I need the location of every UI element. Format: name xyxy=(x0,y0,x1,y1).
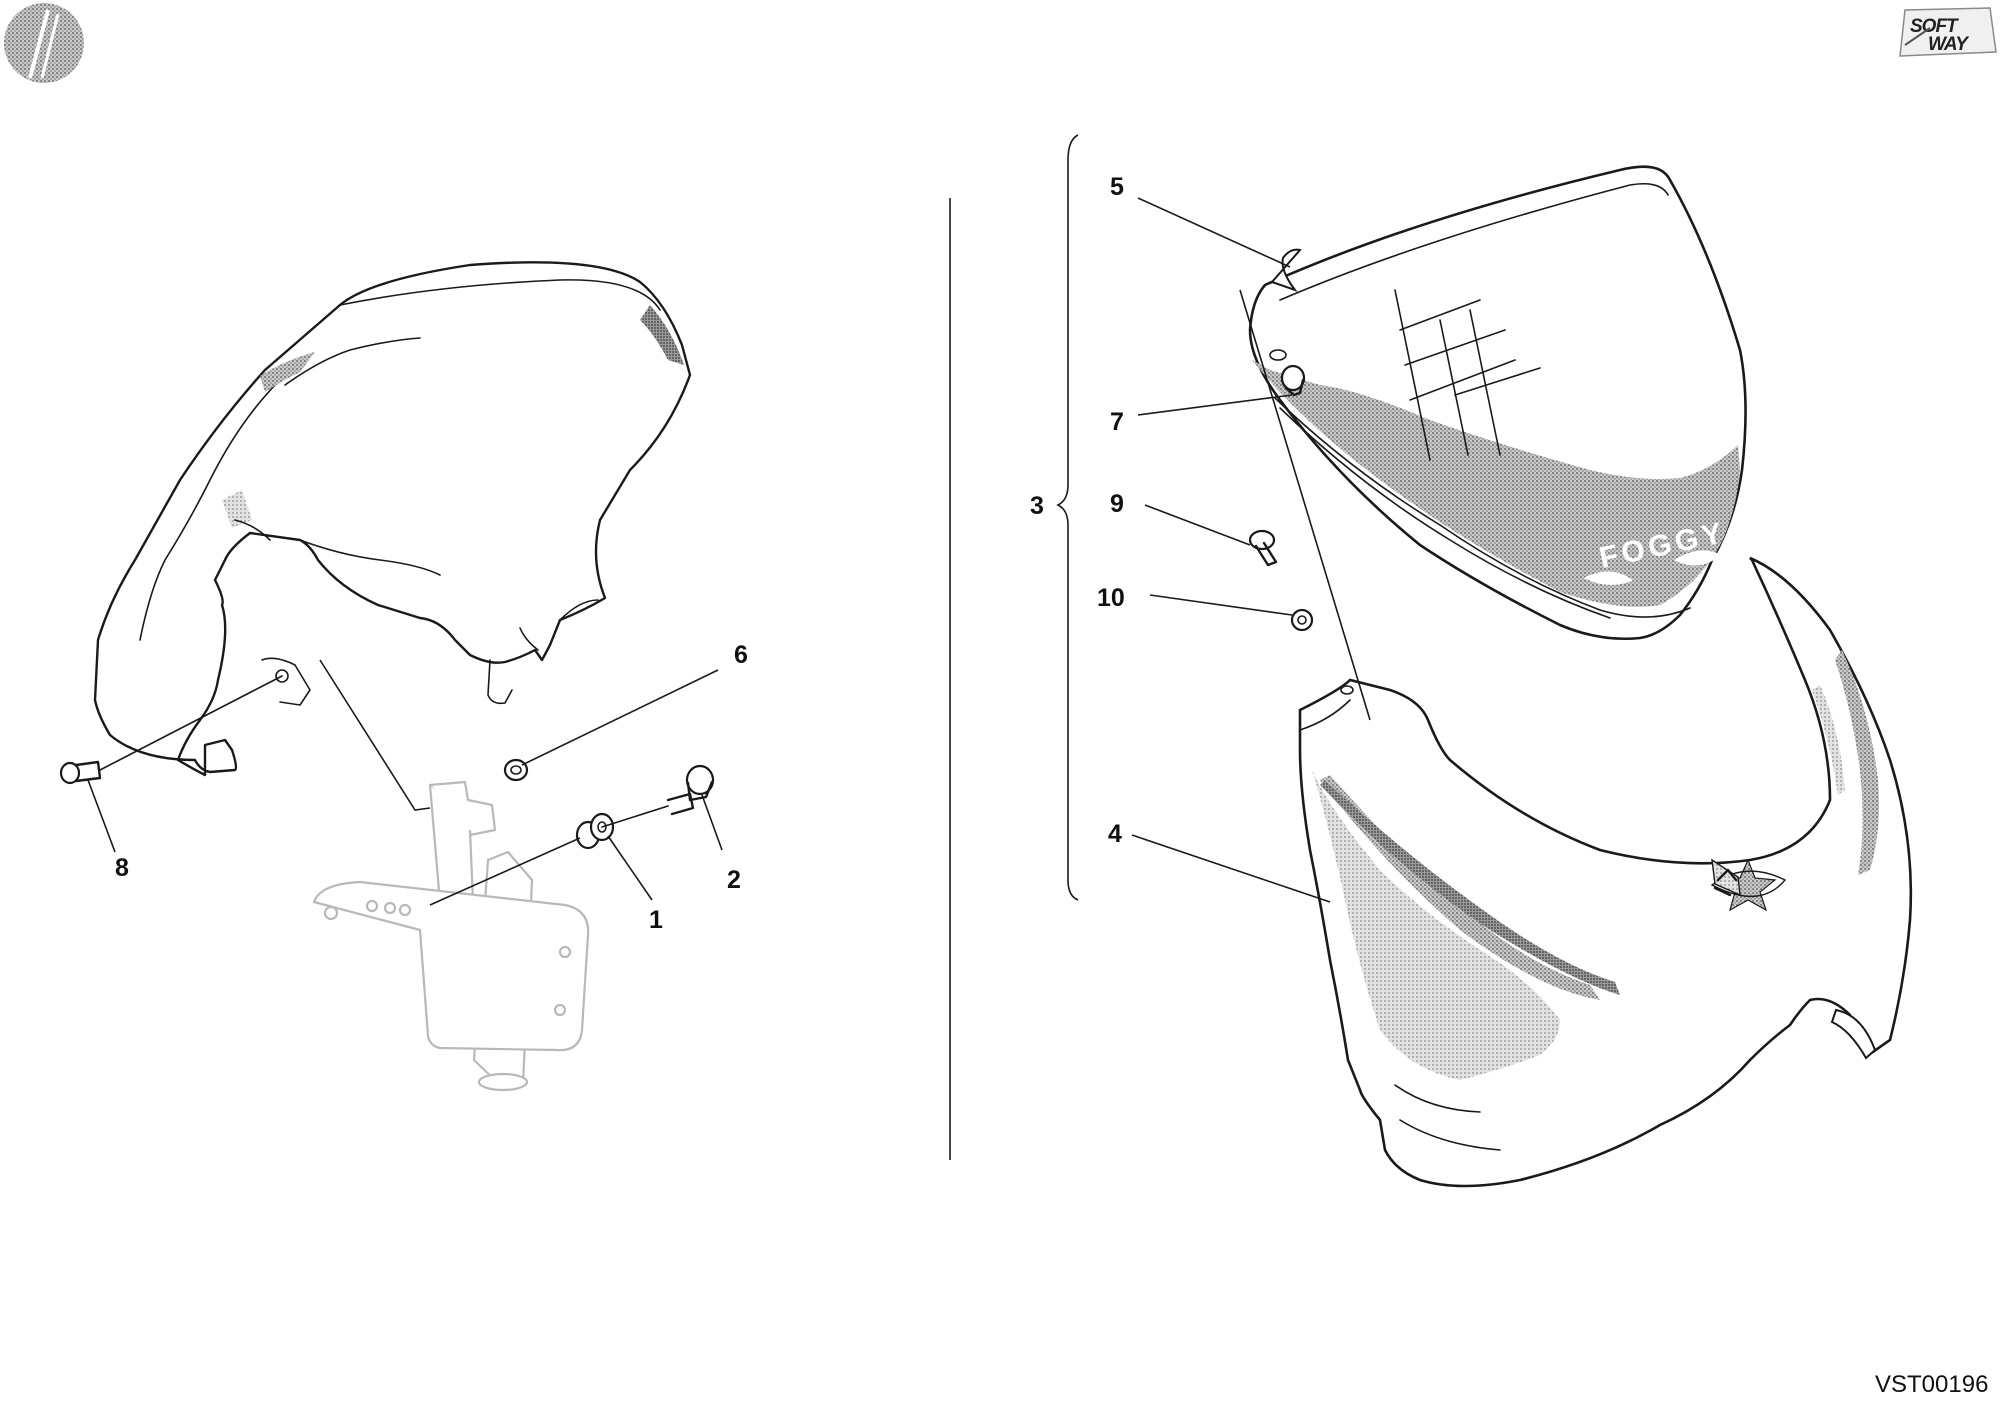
manufacturer-logo-disc xyxy=(4,3,84,83)
softway-logo-line1: SOFT xyxy=(1910,16,1959,37)
callout-4: 4 xyxy=(1108,820,1122,848)
assembly-path-left xyxy=(319,659,431,811)
headlight-mounting-bracket xyxy=(312,780,590,1092)
group-3-brace xyxy=(1056,134,1079,901)
callout-9: 9 xyxy=(1110,490,1124,518)
callout-3: 3 xyxy=(1030,492,1044,520)
part-4-headlight-fairing xyxy=(1298,556,1913,1188)
callout-2: 2 xyxy=(727,866,741,894)
part-6-nut xyxy=(503,758,529,782)
fairing-windscreen-assembly-side-view xyxy=(93,261,692,777)
drawing-code: VST00196 xyxy=(1875,1371,1988,1398)
callout-8: 8 xyxy=(115,854,129,882)
softway-logo-line2: WAY xyxy=(1928,34,1970,55)
callout-10: 10 xyxy=(1097,584,1125,612)
part-8-screw xyxy=(59,675,283,785)
callout-6: 6 xyxy=(734,641,748,669)
part-5-windscreen: FOGGY xyxy=(1248,165,1747,641)
part-2-screw xyxy=(601,764,715,828)
callout-7: 7 xyxy=(1110,408,1124,436)
callout-labels: 6 8 1 2 5 7 3 9 10 4 xyxy=(115,173,1125,934)
softway-logo: SOFT WAY xyxy=(1899,7,1997,57)
left-callout-leaders xyxy=(87,669,723,901)
callout-5: 5 xyxy=(1110,173,1124,201)
part-7-screw xyxy=(1269,349,1306,397)
right-callout-leaders xyxy=(1131,197,1331,903)
part-1-bush xyxy=(575,812,615,850)
assembly-path-bracket xyxy=(429,837,581,906)
callout-1: 1 xyxy=(649,906,663,934)
part-10-nut xyxy=(1290,608,1354,695)
part-9-screw xyxy=(1248,529,1278,567)
assembly-path-right xyxy=(1239,289,1371,721)
